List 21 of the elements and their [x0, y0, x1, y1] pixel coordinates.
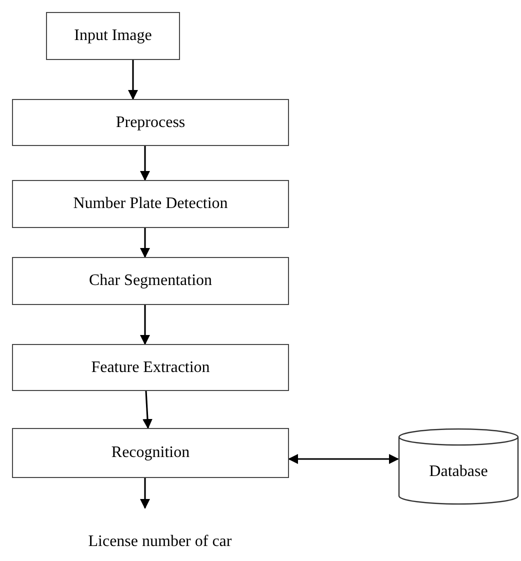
node-label: Database — [429, 462, 488, 482]
process-box — [12, 99, 289, 146]
node-label: Char Segmentation — [88, 271, 212, 291]
node-label: Recognition — [111, 443, 190, 463]
process-box — [12, 344, 289, 391]
node-label: Input Image — [74, 26, 152, 46]
arrow — [288, 454, 399, 464]
process-box — [12, 428, 289, 478]
node-label: Feature Extraction — [91, 358, 210, 378]
arrow — [128, 60, 138, 100]
process-box — [12, 257, 289, 305]
arrow — [140, 228, 150, 258]
output-label: License number of car — [88, 532, 232, 552]
node-label: Number Plate Detection — [73, 194, 228, 214]
node-label: Preprocess — [116, 112, 186, 132]
process-box — [46, 12, 180, 60]
arrow — [142, 390, 152, 429]
arrow — [140, 146, 150, 181]
arrow — [140, 305, 150, 345]
arrow — [140, 478, 150, 509]
process-box — [12, 180, 289, 228]
